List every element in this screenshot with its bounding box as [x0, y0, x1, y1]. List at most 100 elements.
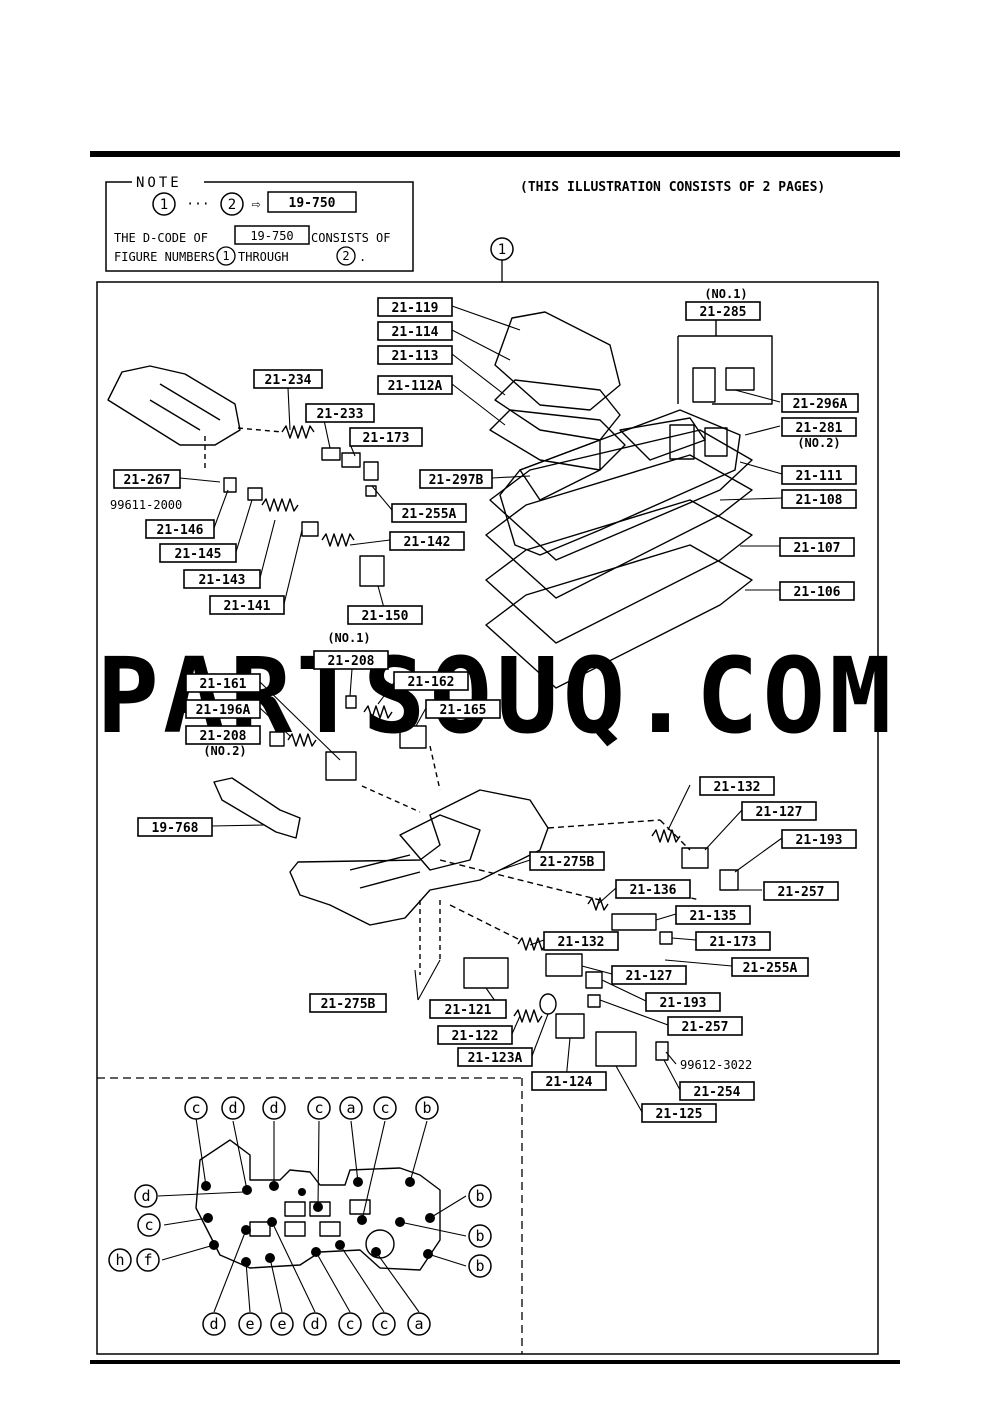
check-ball-letter: d: [303, 1312, 327, 1336]
check-ball-letter: c: [373, 1096, 397, 1120]
part-label-box: [377, 375, 453, 395]
part-label-text: 21-173: [363, 431, 410, 446]
note-box: [105, 181, 414, 272]
check-ball-letter-text: d: [209, 1315, 218, 1333]
part-label: 21-150: [347, 605, 423, 625]
part-label: 21-257: [763, 881, 839, 901]
check-ball-letter-circle: [108, 1248, 132, 1272]
part-label: 21-107: [779, 537, 855, 557]
check-ball-letter: c: [184, 1096, 208, 1120]
left-valve-body: [107, 365, 241, 470]
check-ball-letter: f: [136, 1248, 160, 1272]
part-label: 21-255A: [391, 503, 467, 523]
check-ball-letter-text: c: [191, 1099, 200, 1117]
part-label-box: [615, 879, 691, 899]
part-label-box: [429, 999, 507, 1019]
part-label: 21-275B: [529, 851, 605, 871]
check-ball-letter: a: [339, 1096, 363, 1120]
part-label-text: 21-296A: [793, 397, 848, 412]
part-label-box: [305, 403, 375, 423]
part-label-text: 21-297B: [429, 473, 484, 488]
part-label-text: 21-254: [694, 1085, 741, 1100]
part-number-99612: 99612-3022: [680, 1058, 752, 1072]
part-label-box: [779, 537, 855, 557]
part-label: 21-165: [425, 699, 501, 719]
part-label-text: 21-145: [175, 547, 222, 562]
part-label-box: [781, 465, 857, 485]
note-line2-suffix: CONSISTS OF: [311, 231, 390, 245]
part-label: 21-121: [429, 999, 507, 1019]
bottom-rule: [90, 1360, 900, 1364]
part-label-box: [253, 369, 323, 389]
part-label-text: 21-208: [328, 654, 375, 669]
part-label-box: [437, 1025, 513, 1045]
part-label: 21-161: [185, 673, 261, 693]
part-label-text: 21-121: [445, 1003, 492, 1018]
part-label: 21-143: [183, 569, 261, 589]
part-label-box: [185, 673, 261, 693]
check-ball-letter-text: c: [379, 1315, 388, 1333]
check-ball-letter-circle: [262, 1096, 286, 1120]
part-label-box: [543, 931, 619, 951]
check-ball-letter-circle: [373, 1096, 397, 1120]
note-line3-fig-b: 2: [342, 249, 349, 263]
part-label-box: [309, 993, 387, 1013]
part-label-text: 21-257: [682, 1020, 729, 1035]
part-label-text: 19-768: [152, 821, 199, 836]
part-label: 21-114: [377, 321, 453, 341]
part-label-box: [159, 543, 237, 563]
check-ball-letter: b: [468, 1184, 492, 1208]
note-figure-end: 2: [228, 197, 236, 213]
part-label-box: [393, 671, 469, 691]
check-ball-letter-circle: [468, 1184, 492, 1208]
part-label: 21-122: [437, 1025, 513, 1045]
check-ball-letter-circle: [372, 1312, 396, 1336]
part-label: 21-162: [393, 671, 469, 691]
check-ball-dots: [201, 1177, 435, 1267]
part-label: 21-146: [145, 519, 215, 539]
figure-frame: [96, 281, 879, 1355]
check-ball-letter-circle: [338, 1312, 362, 1336]
part-label-box: [679, 1081, 755, 1101]
part-label: 21-135: [675, 905, 751, 925]
part-label: 21-267: [113, 469, 181, 489]
upper-valve-body: [489, 311, 741, 556]
check-ball-letter: c: [338, 1312, 362, 1336]
check-ball-letter-text: b: [475, 1257, 484, 1275]
part-label: 21-132: [543, 931, 619, 951]
check-ball-letter: e: [238, 1312, 262, 1336]
part-label-box: [741, 801, 817, 821]
note-figure-circle: [152, 192, 176, 216]
part-label-box: [185, 725, 261, 745]
part-label: 21-127: [741, 801, 817, 821]
part-label: 21-255A: [731, 957, 809, 977]
part-label-text: 21-257: [778, 885, 825, 900]
part-label-text: 21-141: [224, 599, 271, 614]
note-ellipsis: ···: [186, 197, 209, 212]
part-label-box: [457, 1047, 533, 1067]
part-label-box: [781, 393, 859, 413]
check-ball-letter-text: b: [475, 1227, 484, 1245]
lower-valve-body: [289, 789, 691, 975]
part-label-text: 21-113: [392, 349, 439, 364]
check-ball-letter-circle: [270, 1312, 294, 1336]
part-label: 21-142: [389, 531, 465, 551]
check-ball-letter-text: c: [380, 1099, 389, 1117]
annotation-no1-top: (NO.1): [704, 287, 747, 301]
part-label: 21-257: [667, 1016, 743, 1036]
part-label-box: [695, 931, 771, 951]
check-ball-letter: c: [137, 1213, 161, 1237]
check-ball-letter-text: d: [141, 1187, 150, 1205]
check-ball-letter-circle: [415, 1096, 439, 1120]
part-label: 19-768: [137, 817, 213, 837]
part-label: 21-132: [699, 776, 775, 796]
part-label: 21-125: [641, 1103, 717, 1123]
note-figure-circle: [336, 246, 356, 266]
part-label: 21-254: [679, 1081, 755, 1101]
page-note: (THIS ILLUSTRATION CONSISTS OF 2 PAGES): [520, 180, 825, 195]
part-label-text: 21-285: [700, 305, 747, 320]
leader-lines: [179, 305, 783, 1113]
check-ball-letter-text: c: [314, 1099, 323, 1117]
part-label-box: [137, 817, 213, 837]
